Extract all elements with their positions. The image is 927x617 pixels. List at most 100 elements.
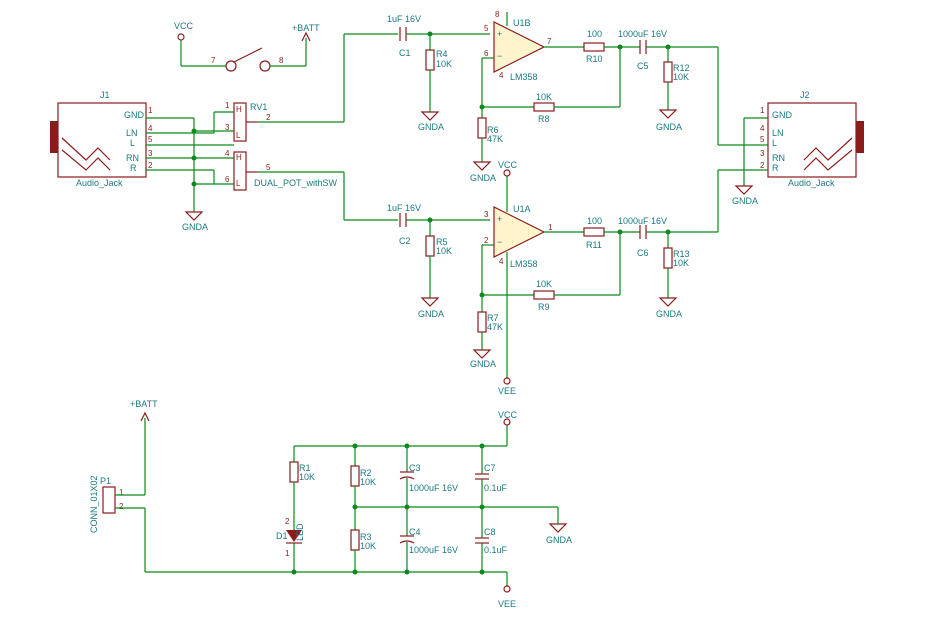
svg-text:R2: R2 <box>360 468 372 478</box>
svg-text:4: 4 <box>148 124 153 133</box>
svg-text:P1: P1 <box>100 476 111 486</box>
svg-text:L: L <box>772 138 777 148</box>
svg-text:LM358: LM358 <box>510 259 538 269</box>
svg-text:C1: C1 <box>399 48 411 58</box>
svg-text:R8: R8 <box>538 114 550 124</box>
svg-text:GNDA: GNDA <box>732 196 758 206</box>
rv1-dual-pot: RV1 H L H L 1 3 2 4 6 5 DUAL_POT_withSW <box>225 101 338 191</box>
svg-text:R4: R4 <box>436 49 448 59</box>
svg-text:1: 1 <box>148 106 153 115</box>
svg-text:R3: R3 <box>360 532 372 542</box>
svg-text:47K: 47K <box>487 322 503 332</box>
svg-text:C7: C7 <box>484 463 496 473</box>
svg-text:2: 2 <box>266 113 271 122</box>
svg-text:2: 2 <box>119 502 124 511</box>
svg-text:R11: R11 <box>586 240 602 250</box>
svg-text:H: H <box>236 153 242 162</box>
svg-text:GNDA: GNDA <box>470 359 496 369</box>
svg-text:C4: C4 <box>409 527 421 537</box>
svg-text:4: 4 <box>760 124 765 133</box>
svg-text:VEE: VEE <box>498 386 516 396</box>
svg-text:C5: C5 <box>637 61 649 71</box>
svg-text:C8: C8 <box>484 527 496 537</box>
svg-text:10K: 10K <box>360 477 376 487</box>
svg-text:8: 8 <box>495 10 500 19</box>
j1-ref: J1 <box>100 90 110 100</box>
j1-wiring: GNDA <box>146 111 234 232</box>
svg-text:0.1uF: 0.1uF <box>484 483 508 493</box>
svg-text:3: 3 <box>148 149 153 158</box>
vcc-label-top: VCC <box>174 21 194 31</box>
svg-text:R7: R7 <box>487 313 499 323</box>
sw-pin8: 8 <box>279 56 284 65</box>
svg-text:GNDA: GNDA <box>418 309 444 319</box>
svg-text:100: 100 <box>587 216 602 226</box>
svg-text:GNDA: GNDA <box>418 122 444 132</box>
power-supply: VCC R1 10K D1 LED 2 1 R2 10K R3 10K GNDA <box>276 410 572 609</box>
svg-text:1: 1 <box>225 101 230 110</box>
j2-value: Audio_Jack <box>788 178 835 188</box>
svg-text:C6: C6 <box>637 248 649 258</box>
svg-text:2: 2 <box>285 517 290 526</box>
j2-ref: J2 <box>800 90 810 100</box>
svg-text:2: 2 <box>148 161 153 170</box>
svg-text:1000uF 16V: 1000uF 16V <box>618 216 667 226</box>
svg-text:C2: C2 <box>399 236 411 246</box>
svg-text:100: 100 <box>587 29 602 39</box>
rv1-ref: RV1 <box>250 102 267 112</box>
svg-text:VCC: VCC <box>498 410 518 420</box>
u1b-in-p: + <box>497 29 502 39</box>
svg-text:1: 1 <box>548 223 553 232</box>
batt-switch: VCC +BATT 7 8 <box>174 21 320 72</box>
svg-text:H: H <box>236 105 242 114</box>
svg-text:L: L <box>236 131 241 140</box>
svg-text:1000uF 16V: 1000uF 16V <box>409 545 458 555</box>
svg-text:VCC: VCC <box>498 160 518 170</box>
svg-text:2: 2 <box>484 236 489 245</box>
svg-text:6: 6 <box>225 175 230 184</box>
svg-text:1uF 16V: 1uF 16V <box>387 14 421 24</box>
svg-text:0.1uF: 0.1uF <box>484 545 508 555</box>
j1-pin-rn: RN <box>126 153 139 163</box>
svg-text:U1B: U1B <box>513 18 531 28</box>
svg-text:2: 2 <box>760 161 765 170</box>
svg-text:4: 4 <box>225 149 230 158</box>
j2-audio-jack: J2 Audio_Jack GND LN L RN R 1 4 5 3 2 GN… <box>732 90 864 206</box>
svg-text:R9: R9 <box>538 302 550 312</box>
j1-pin-ln: LN <box>126 128 138 138</box>
svg-text:10K: 10K <box>673 258 689 268</box>
svg-text:6: 6 <box>484 49 489 58</box>
svg-text:LED: LED <box>295 523 305 541</box>
svg-text:CONN_01X02: CONN_01X02 <box>89 475 99 533</box>
svg-text:10K: 10K <box>436 246 452 256</box>
j1-pin-l: L <box>130 138 135 148</box>
j1-value: Audio_Jack <box>76 178 123 188</box>
svg-text:5: 5 <box>484 24 489 33</box>
svg-text:3: 3 <box>225 123 230 132</box>
svg-text:GNDA: GNDA <box>470 173 496 183</box>
svg-text:L: L <box>236 179 241 188</box>
svg-text:10K: 10K <box>436 59 452 69</box>
svg-text:1: 1 <box>285 549 290 558</box>
channel-top: 1uF 16V C1 R4 10K GNDA + − U1B LM358 5 6… <box>387 10 760 183</box>
svg-text:R5: R5 <box>436 237 448 247</box>
svg-text:C3: C3 <box>409 463 421 473</box>
u1b-in-n: − <box>497 51 502 61</box>
batt-label-top: +BATT <box>292 23 320 33</box>
svg-text:U1A: U1A <box>513 204 531 214</box>
svg-text:1000uF 16V: 1000uF 16V <box>409 483 458 493</box>
svg-text:VEE: VEE <box>498 599 516 609</box>
svg-text:7: 7 <box>547 37 552 46</box>
svg-text:4: 4 <box>499 257 504 266</box>
svg-text:+: + <box>497 214 502 224</box>
svg-text:10K: 10K <box>536 279 552 289</box>
svg-text:5: 5 <box>266 163 271 172</box>
svg-text:10K: 10K <box>673 72 689 82</box>
p1-connector: P1 CONN_01X02 1 2 +BATT <box>89 399 507 573</box>
svg-text:10K: 10K <box>536 92 552 102</box>
svg-text:+BATT: +BATT <box>130 399 158 409</box>
svg-text:3: 3 <box>484 210 489 219</box>
svg-text:GNDA: GNDA <box>656 122 682 132</box>
gnda-j1: GNDA <box>182 222 208 232</box>
